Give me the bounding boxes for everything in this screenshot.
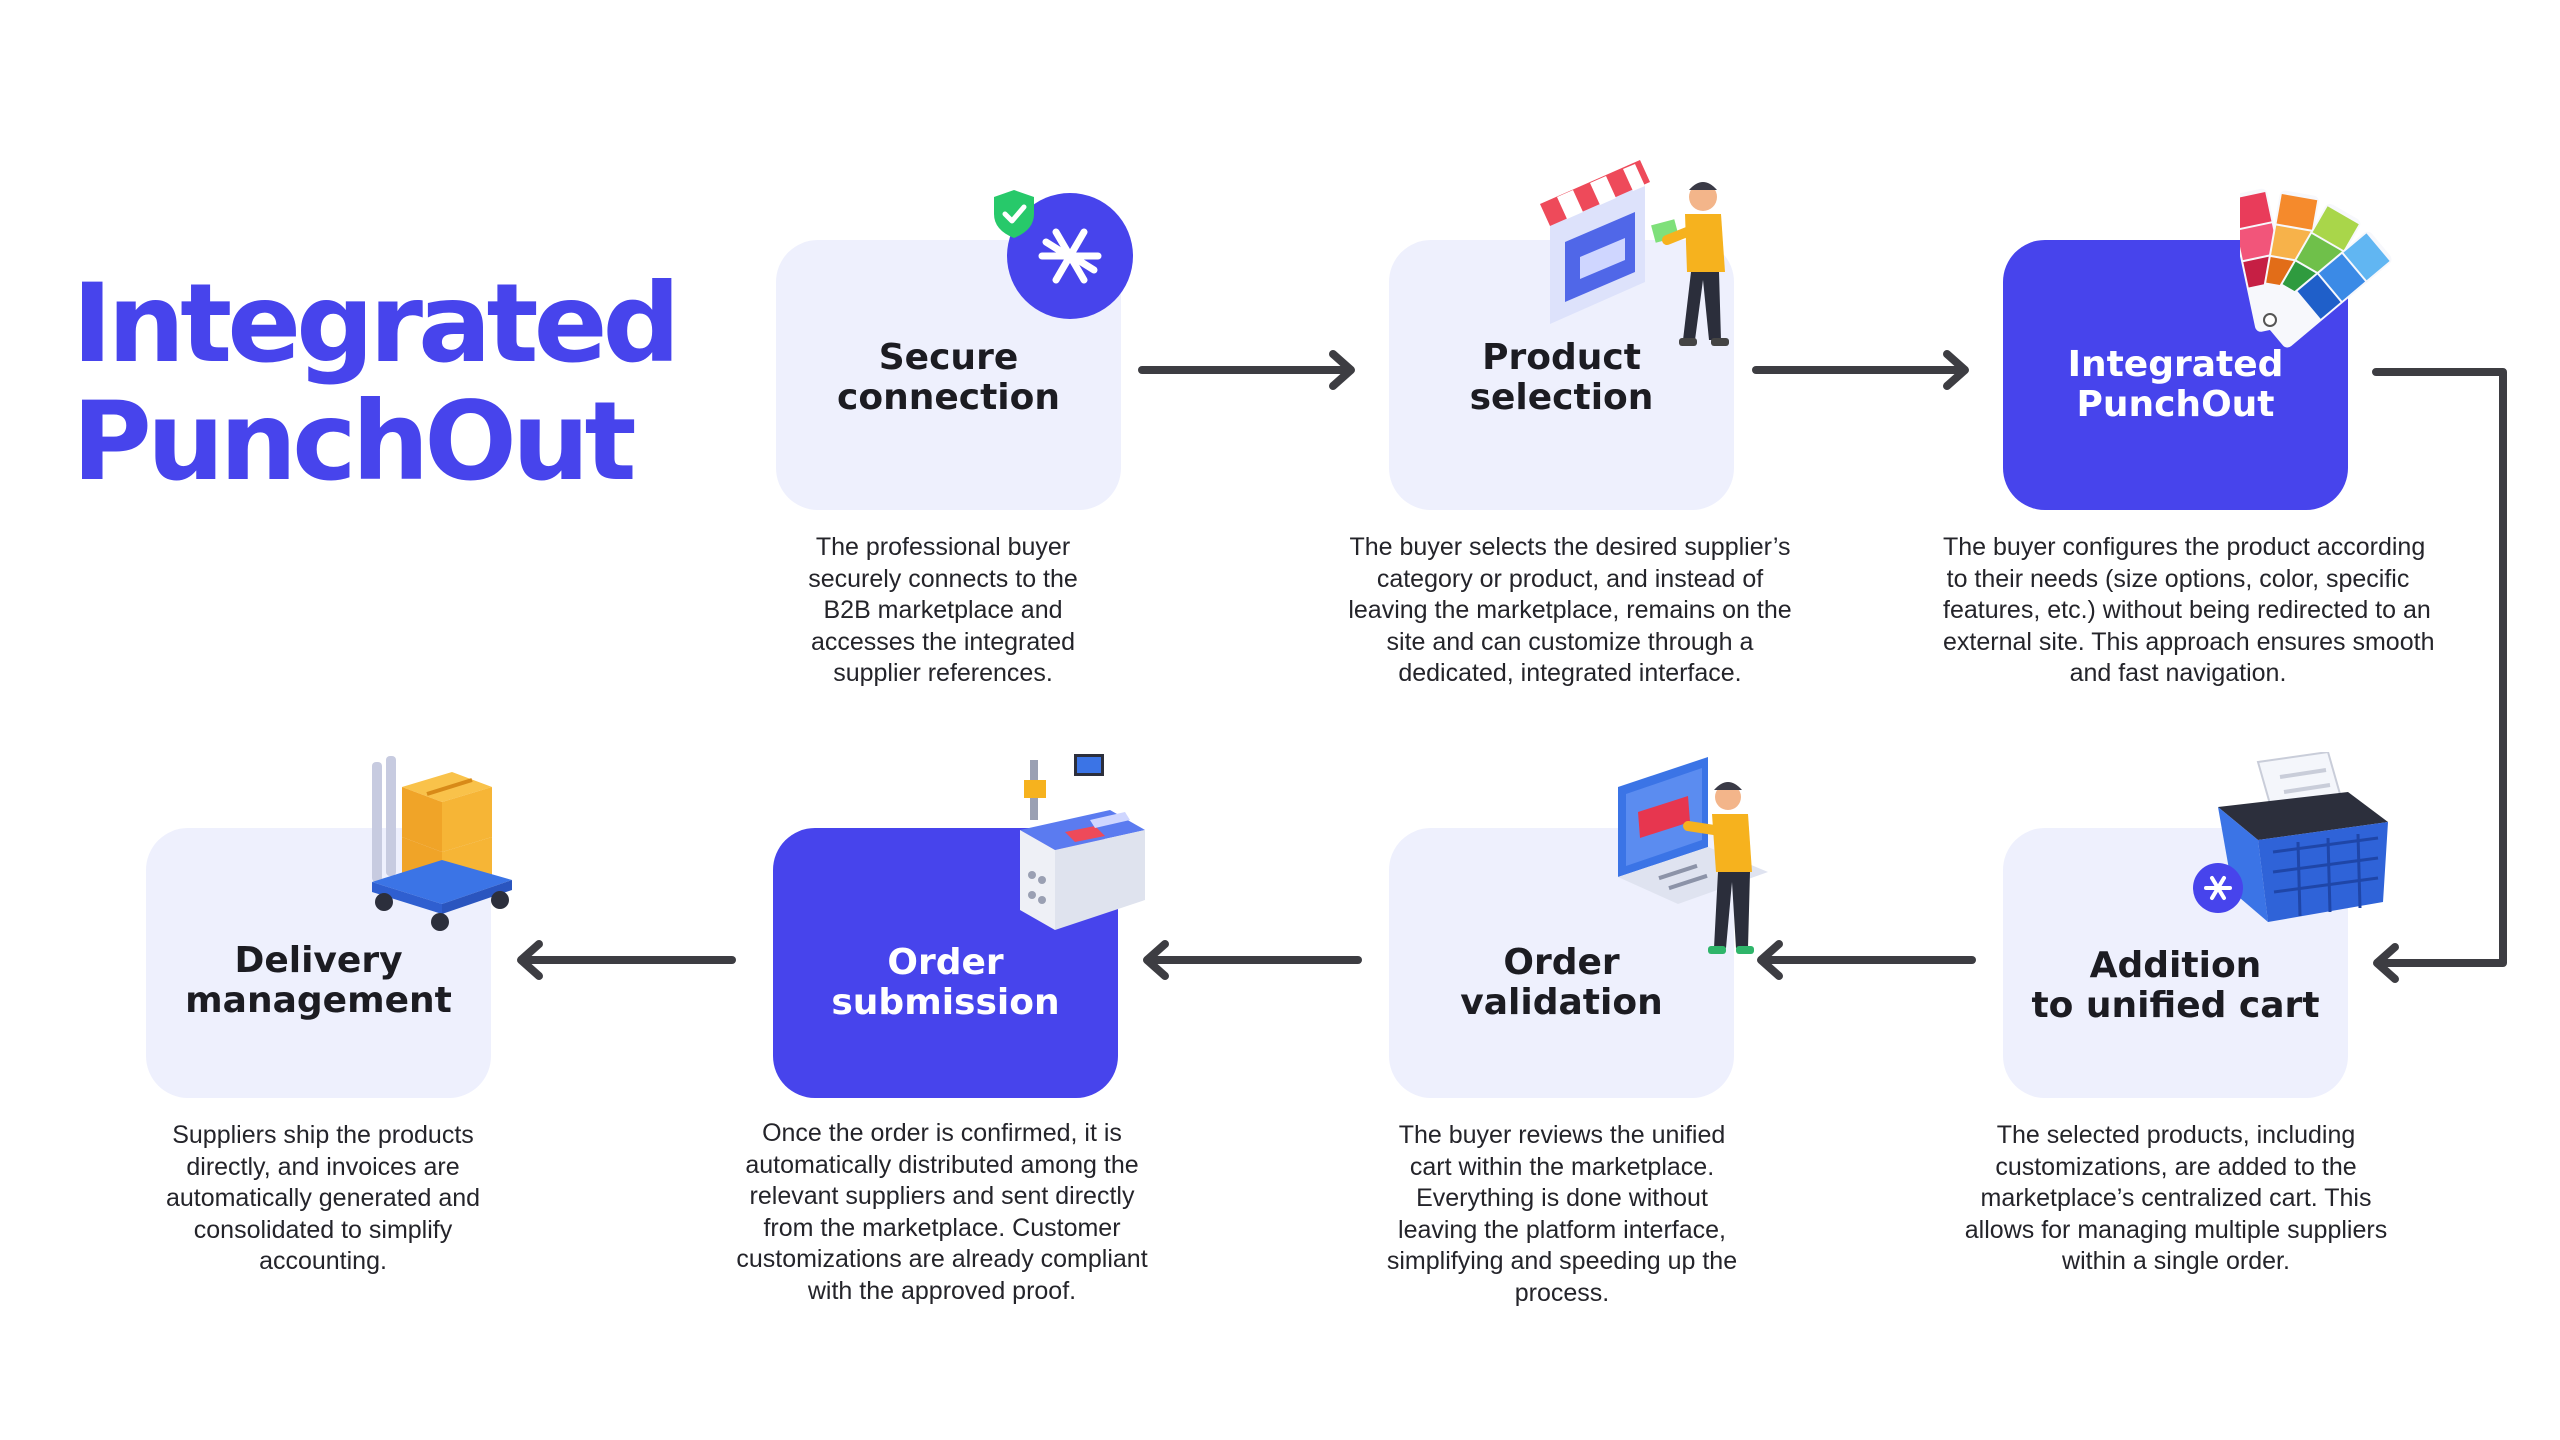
arrow-left-2	[1143, 940, 1362, 980]
step-card-addition-to-unified-cart: Addition to unified cart	[2003, 828, 2348, 1098]
step-card-delivery-management: Delivery management	[146, 828, 491, 1098]
shopping-basket-icon	[2193, 752, 2388, 922]
step-label: Integrated PunchOut	[2067, 344, 2284, 425]
step-description-product-selection: The buyer selects the desired supplier’s…	[1348, 533, 1792, 687]
arrow-right-2	[1752, 350, 1969, 390]
step-description-order-validation: The buyer reviews the unified cart withi…	[1386, 1121, 1738, 1307]
step-label: Addition to unified cart	[2031, 944, 2320, 1026]
arrow-left-1	[1757, 940, 1976, 980]
title-line-1: Integrated	[72, 260, 681, 387]
storefront-shopper-icon	[1540, 160, 1729, 346]
step-label: Product selection	[1469, 336, 1654, 418]
workstation-icon	[1020, 754, 1145, 930]
step-description-secure-connection: The professional buyer securely connects…	[808, 533, 1078, 687]
step-label: Order submission	[831, 942, 1060, 1023]
connector-arrow-down	[2372, 368, 2507, 983]
step-label: Secure connection	[837, 336, 1060, 418]
arrow-left-3	[517, 940, 736, 980]
step-description-addition-to-unified-cart: The selected products, including customi…	[1964, 1121, 2388, 1275]
color-swatch-icon	[2240, 188, 2392, 348]
shield-check-logo-icon	[994, 190, 1133, 319]
step-card-secure-connection: Secure connection	[776, 240, 1121, 510]
step-label: Order validation	[1460, 942, 1663, 1023]
step-description-delivery-management: Suppliers ship the products directly, an…	[165, 1121, 481, 1275]
step-description-integrated-punchout: The buyer configures the product accordi…	[1943, 533, 2435, 687]
step-label: Delivery management	[185, 939, 452, 1021]
title-line-2: PunchOut	[72, 378, 637, 505]
step-card-order-validation: Order validation	[1389, 828, 1734, 1098]
laptop-payment-icon	[1618, 757, 1768, 954]
boxes-trolley-icon	[372, 756, 512, 931]
page-title: Integrated PunchOut	[72, 265, 692, 501]
step-description-order-submission: Once the order is confirmed, it is autom…	[736, 1119, 1148, 1305]
arrow-right-1	[1138, 350, 1355, 390]
